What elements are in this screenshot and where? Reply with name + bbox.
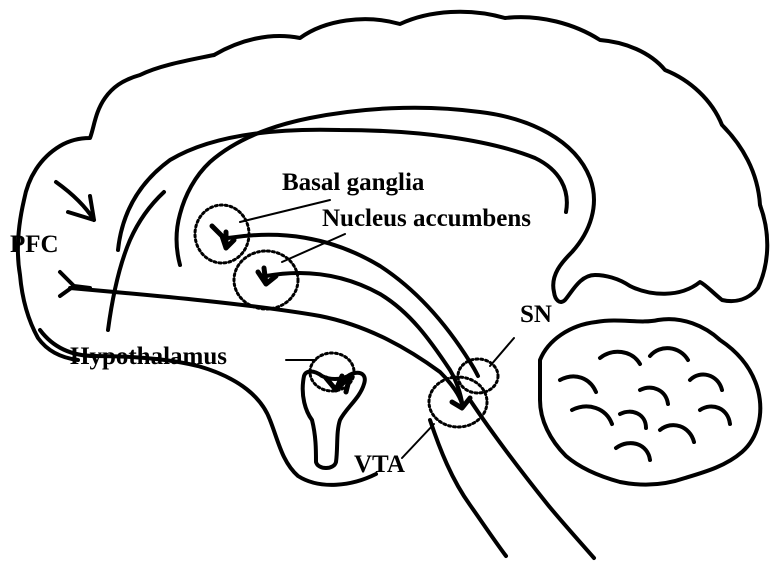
- brainstem-front: [430, 420, 506, 556]
- pfc-arrow-lower: [60, 272, 90, 296]
- label-basal-ganglia: Basal ganglia: [282, 170, 424, 195]
- label-hypothalamus: Hypothalamus: [70, 344, 227, 369]
- leader-basal-ganglia: [240, 200, 330, 222]
- pfc-arrow-upper: [56, 182, 94, 220]
- label-nucleus-accumbens: Nucleus accumbens: [322, 206, 531, 231]
- cerebellum-folia: [560, 348, 730, 460]
- leader-lines: [240, 200, 514, 458]
- leader-vta: [402, 424, 434, 458]
- corpus-callosum-inner: [108, 192, 164, 330]
- frontal-outline: [18, 55, 214, 360]
- leader-sn: [490, 338, 514, 366]
- label-pfc: PFC: [10, 232, 59, 257]
- label-sn: SN: [520, 302, 552, 327]
- label-vta: VTA: [354, 452, 405, 477]
- cerebrum-outline: [177, 12, 768, 302]
- terminal-accumbens: [258, 268, 276, 284]
